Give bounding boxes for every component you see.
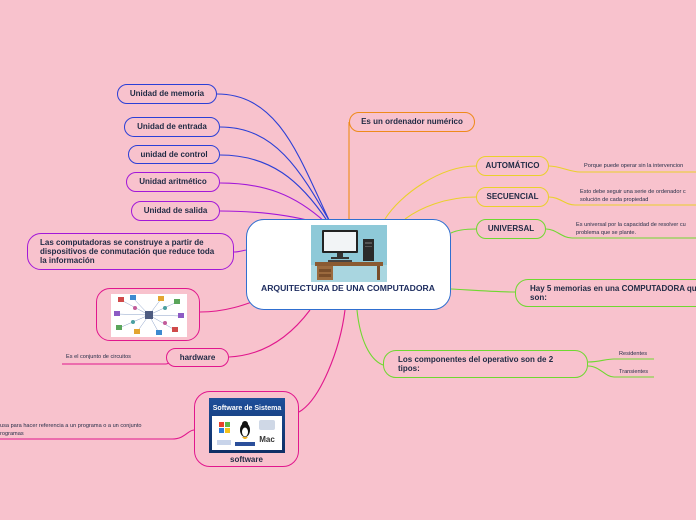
node-unidad-salida[interactable]: Unidad de salida [131, 201, 220, 221]
node-unidad-aritmetico[interactable]: Unidad aritmético [126, 172, 220, 192]
software-image-title: Software de Sistema [213, 405, 282, 412]
link-secuencial-note [548, 196, 696, 206]
node-network-image[interactable] [96, 288, 200, 341]
link-software [298, 309, 346, 413]
link-universal [450, 228, 477, 234]
note-residentes: Residentes [619, 351, 647, 357]
software-image-mac: Mac [259, 435, 275, 444]
link-transientes [587, 365, 654, 378]
node-unidad-memoria[interactable]: Unidad de memoria [117, 84, 217, 104]
link-memoria [216, 93, 331, 223]
link-automatico [384, 165, 477, 220]
windows-logo-icon [219, 422, 230, 433]
note-transientes: Transientes [619, 369, 649, 375]
device-network-icon [111, 294, 187, 337]
node-universal[interactable]: UNIVERSAL [476, 219, 546, 239]
link-hardware [228, 309, 311, 358]
software-label: software [230, 455, 263, 464]
note-universal-line1: Es universal por la capacidad de resolve… [576, 222, 686, 228]
note-automatico: Porque puede operar sin la intervencion [584, 163, 684, 169]
mac-logo-icon: Mac [259, 420, 275, 444]
note-secuencial-line1: Esto debe seguir una serie de ordenador … [580, 189, 686, 195]
node-memorias[interactable]: Hay 5 memorias en una COMPUTADORA qu son… [515, 279, 696, 307]
link-software-note [0, 429, 195, 440]
node-dispositivos-conmutacion[interactable]: Las computadoras se construye a partir d… [27, 233, 234, 270]
node-automatico[interactable]: AUTOMÁTICO [476, 156, 549, 176]
link-residentes [587, 358, 654, 363]
node-hardware[interactable]: hardware [166, 348, 229, 367]
node-unidad-control[interactable]: unidad de control [128, 145, 220, 164]
node-ordenador-numerico[interactable]: Es un ordenador numérico [349, 112, 475, 132]
operating-system-logos-icon: Software de Sistema Mac [209, 398, 285, 453]
desktop-computer-icon [311, 225, 387, 282]
link-entrada [219, 126, 331, 223]
link-universal-note [545, 228, 696, 239]
note-software-line1: usa para hacer referencia a un programa … [0, 423, 142, 429]
note-secuencial-line2: solución de cada propiedad [580, 197, 649, 203]
link-control [219, 154, 329, 223]
link-componentes [356, 309, 384, 366]
linux-penguin-icon [240, 421, 250, 439]
note-universal-line2: problema que se plante. [576, 230, 637, 236]
link-memorias [450, 288, 516, 293]
central-title: ARQUITECTURA DE UNA COMPUTADORA [261, 283, 435, 293]
note-software-line2: rogramas [0, 431, 24, 437]
node-unidad-entrada[interactable]: Unidad de entrada [124, 117, 220, 137]
node-secuencial[interactable]: SECUENCIAL [476, 187, 549, 207]
node-componentes-operativo[interactable]: Los componentes del operativo son de 2 t… [383, 350, 588, 378]
node-software[interactable]: Software de Sistema Mac software [194, 391, 299, 467]
link-aritmetico [219, 182, 326, 223]
central-topic[interactable]: ARQUITECTURA DE UNA COMPUTADORA [246, 219, 451, 310]
link-automatico-note [548, 165, 696, 173]
note-hardware: Es el conjunto de circuitos [66, 354, 131, 360]
link-secuencial [404, 196, 477, 220]
